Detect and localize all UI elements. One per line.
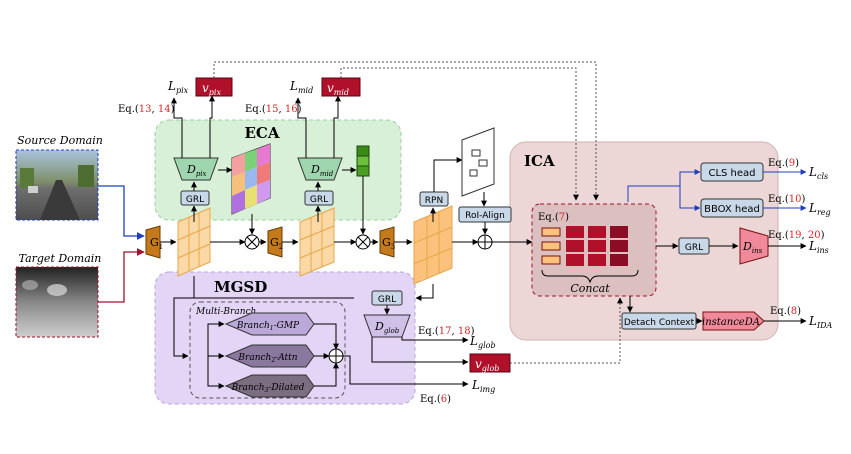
svg-text:Dpix: Dpix [186, 163, 207, 178]
svg-text:G2: G2 [270, 236, 283, 251]
loss-glob: Lglob [469, 334, 496, 350]
svg-text:GRL: GRL [310, 195, 328, 205]
loss-mid: Lmid [289, 79, 313, 95]
loss-ida: LIDA [808, 314, 833, 330]
source-domain-label: Source Domain [17, 134, 103, 147]
eq-ref-concat: Eq.(7) [538, 212, 569, 223]
eq-ref-img: Eq.(6) [420, 394, 451, 405]
rpn-block: RPN [419, 191, 449, 207]
grl-mid: GRL [304, 190, 334, 206]
svg-text:RoI-Align: RoI-Align [465, 211, 505, 221]
ica-title: ICA [524, 152, 555, 170]
branch-1-gmp: Branch1-GMP [224, 312, 315, 336]
svg-text:Dmid: Dmid [310, 163, 334, 178]
svg-text:vglob: vglob [475, 357, 499, 373]
concat-features [541, 226, 628, 266]
mgsd-title: MGSD [214, 278, 267, 296]
eq-ref-cls: Eq.(9) [768, 158, 799, 169]
target-domain-label: Target Domain [19, 252, 102, 265]
concat-label: Concat [570, 282, 610, 295]
svg-text:vmid: vmid [327, 81, 349, 97]
vector-pix: vpix [195, 77, 233, 97]
bbox-head: BBOX head [700, 198, 764, 218]
generator-g3: G3 [379, 226, 395, 258]
svg-text:Dins: Dins [742, 240, 763, 255]
branch-sum-node [328, 348, 344, 364]
svg-text:BBOX head: BBOX head [704, 204, 760, 215]
svg-text:Branch1-GMP: Branch1-GMP [236, 321, 300, 332]
vector-mid: vmid [321, 77, 361, 97]
loss-cls: Lcls [808, 165, 828, 181]
feature-map-2 [299, 207, 335, 277]
svg-text:Dglob: Dglob [374, 320, 400, 335]
eq-ref-ins: Eq.(19, 20) [768, 230, 825, 241]
channel-attention-vector [356, 145, 370, 177]
generator-g1: G1 [145, 225, 163, 259]
multi-branch-title: Multi-Branch [195, 307, 256, 317]
feature-map-1 [177, 207, 211, 277]
svg-text:G1: G1 [150, 236, 163, 251]
detach-context-block: Detach Context [621, 312, 697, 330]
add-node [477, 234, 493, 250]
svg-text:GRL: GRL [378, 295, 396, 305]
eq-ref-mid: Eq.(15, 16) [245, 104, 302, 115]
discriminator-glob: Dglob [363, 314, 411, 338]
svg-text:GRL: GRL [186, 195, 204, 205]
branch-3-dilated: Branch3-Dilated [224, 374, 315, 398]
eq-ref-ida: Eq.(8) [770, 306, 801, 317]
discriminator-pix: Dpix [173, 157, 219, 181]
multiply-node-1 [244, 234, 260, 250]
svg-text:vpix: vpix [202, 81, 221, 97]
source-domain-image [15, 149, 99, 221]
grl-ins: GRL [678, 237, 710, 255]
loss-img: Limg [471, 378, 495, 394]
target-domain-image [15, 266, 99, 338]
svg-text:CLS head: CLS head [708, 168, 755, 179]
svg-text:GRL: GRL [685, 243, 703, 253]
roi-align-block: RoI-Align [458, 206, 512, 223]
svg-text:G3: G3 [382, 236, 395, 251]
loss-ins: Lins [808, 239, 829, 255]
svg-text:Branch3-Dilated: Branch3-Dilated [231, 383, 305, 394]
svg-text:instanceDA: instanceDA [702, 317, 760, 328]
eca-region [154, 119, 402, 221]
proposals-image [461, 127, 495, 197]
generator-g2: G2 [267, 226, 283, 258]
grl-glob: GRL [371, 290, 403, 306]
eq-ref-reg: Eq.(10) [768, 194, 806, 205]
loss-reg: Lreg [808, 201, 831, 217]
eq-ref-pix: Eq.(13, 14) [118, 104, 175, 115]
multiply-node-2 [355, 234, 371, 250]
eq-ref-glob: Eq.(17, 18) [418, 326, 475, 337]
cls-head: CLS head [700, 162, 764, 182]
feature-map-3 [413, 205, 453, 285]
svg-text:Branch2-Attn: Branch2-Attn [237, 353, 297, 364]
instance-da-block: instanceDA [702, 311, 765, 331]
vector-glob: vglob [469, 353, 511, 373]
multi-branch-region [189, 301, 346, 399]
discriminator-mid: Dmid [297, 157, 343, 181]
pixel-attention-map [231, 143, 271, 215]
svg-text:Detach Context: Detach Context [624, 318, 695, 328]
grl-pix: GRL [180, 190, 210, 206]
eca-title: ECA [244, 124, 279, 142]
discriminator-ins: Dins [739, 227, 769, 265]
svg-text:RPN: RPN [425, 196, 443, 206]
loss-pix: Lpix [167, 79, 189, 95]
